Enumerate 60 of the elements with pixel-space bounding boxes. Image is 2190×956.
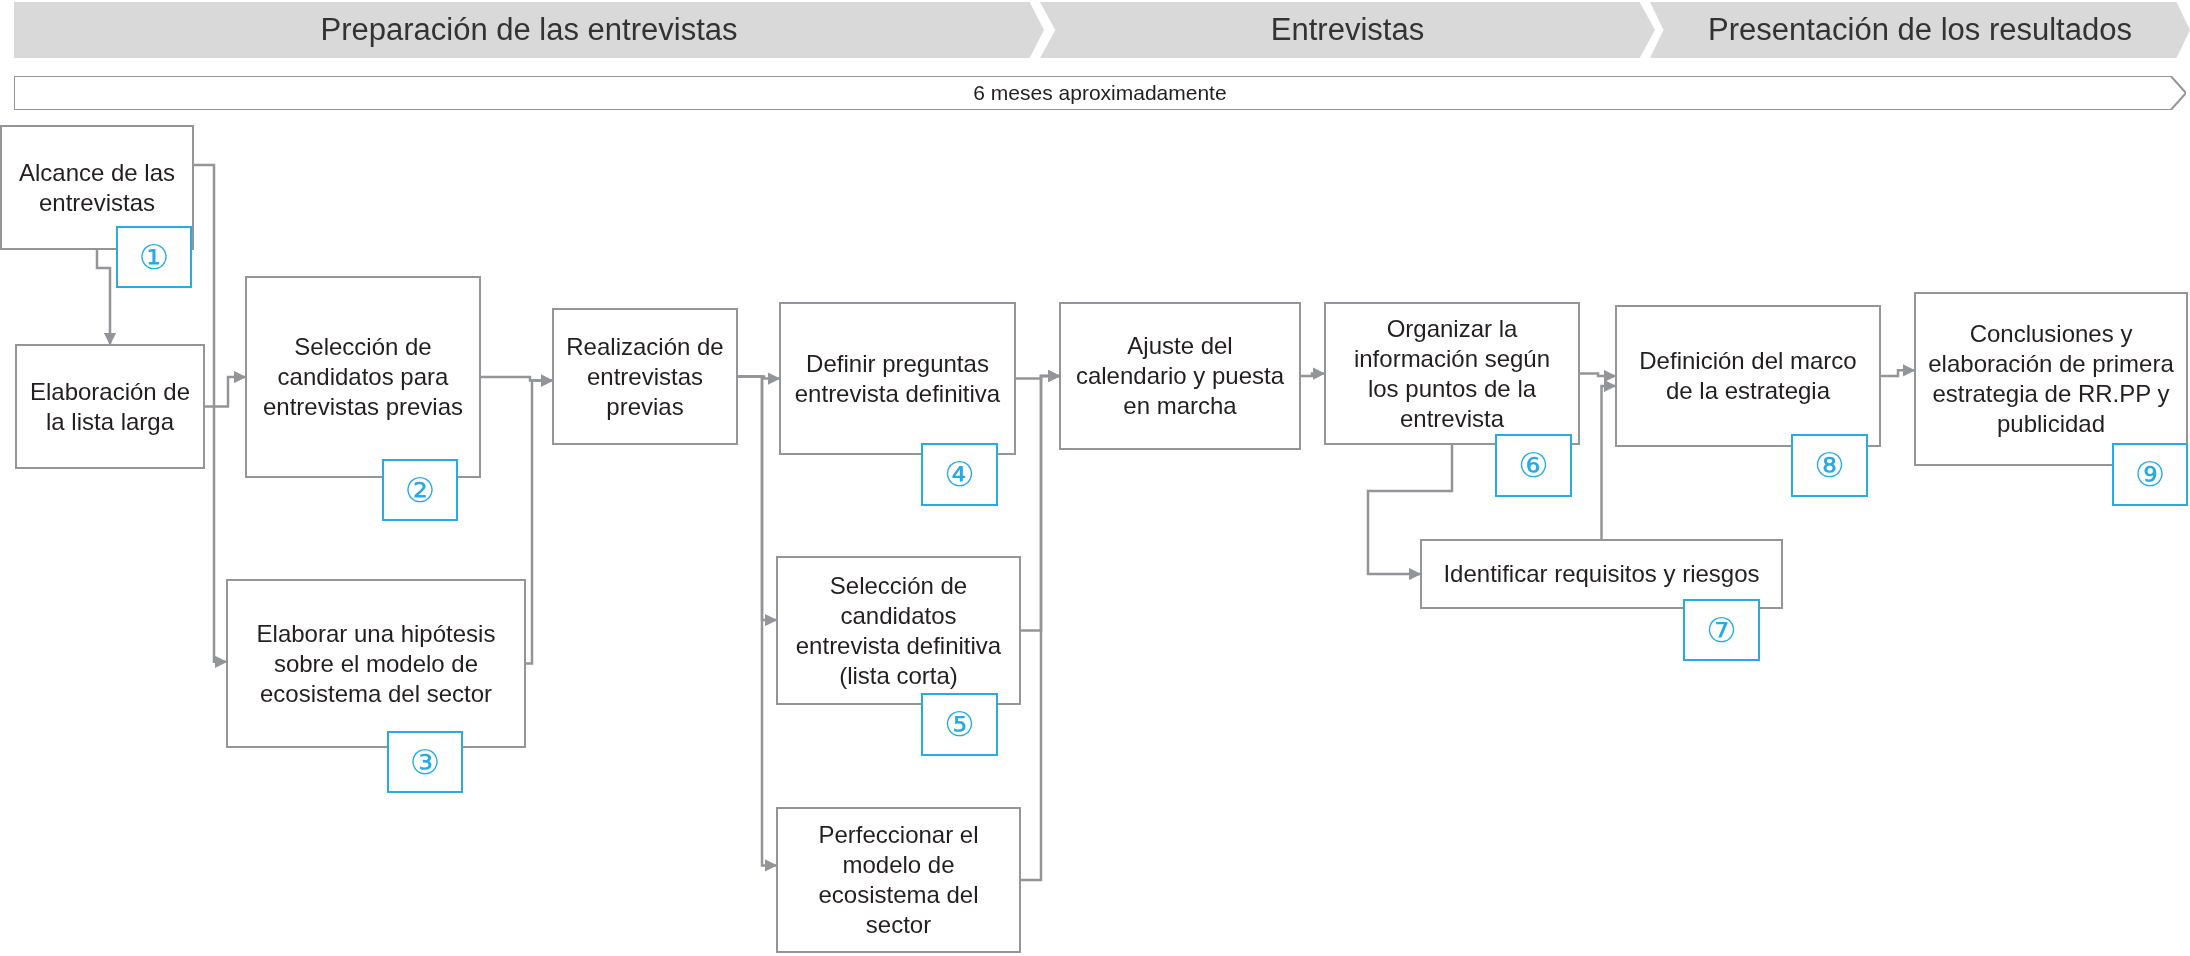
connector-arrow	[526, 374, 554, 665]
process-box	[552, 308, 738, 445]
connector-arrow	[95, 250, 117, 346]
connector-arrow	[1366, 445, 1454, 581]
step-number-box	[1495, 434, 1572, 497]
step-label: Selección de candidatos entrevista definitiva (lista corta)	[794, 570, 1003, 691]
process-box	[779, 302, 1016, 455]
connector-arrow	[1881, 364, 1916, 378]
phase-label: Preparación de las entrevistas	[320, 10, 738, 49]
phase-band	[1040, 2, 1655, 58]
connector-arrow	[1301, 367, 1326, 380]
step-label: Elaboración de la lista larga	[29, 376, 191, 437]
connector-arrow	[205, 370, 247, 408]
phase-band	[1650, 2, 2190, 58]
step-number-box	[921, 693, 998, 756]
process-box	[226, 579, 526, 748]
step-label: Conclusiones y elaboración de primera estrategia de RR.PP y publicidad	[1928, 319, 2174, 439]
step-number: ⑨	[2134, 453, 2166, 496]
step-number: ②	[404, 468, 436, 512]
step-label: Ajuste del calendario y puesta en marcha	[1074, 331, 1286, 421]
connector-arrow	[1600, 379, 1617, 539]
step-number: ③	[409, 740, 441, 784]
step-label: Alcance de las entrevistas	[17, 157, 177, 218]
phase-label: Presentación de los resultados	[1708, 10, 2132, 49]
process-box	[245, 276, 481, 478]
connector-arrow	[1021, 369, 1061, 882]
process-box	[776, 556, 1021, 705]
step-number-box	[1683, 599, 1760, 661]
step-label: Perfeccionar el modelo de ecosistema del sector	[817, 820, 980, 940]
step-label: Definición del marco de la estrategia	[1638, 346, 1858, 406]
step-number-box	[1791, 434, 1868, 497]
step-label: Selección de candidatos para entrevistas previas	[261, 332, 465, 422]
step-number-box	[116, 226, 192, 288]
step-number-box	[387, 731, 463, 793]
phase-label: 6 meses aproximadamente	[973, 80, 1227, 107]
connector-arrow	[1580, 369, 1617, 383]
step-label: Realización de entrevistas previas	[566, 331, 724, 422]
step-number: ⑤	[944, 703, 975, 746]
step-label: Identificar requisitos y riesgos	[1443, 559, 1760, 589]
step-label: Elaborar una hipótesis sobre el modelo de ecosistema del sector	[255, 618, 497, 709]
step-number: ④	[944, 453, 975, 496]
step-number: ⑧	[1814, 444, 1845, 487]
process-box	[1615, 305, 1881, 447]
process-box	[15, 344, 205, 469]
step-label: Organizar la información según los puntos de la entrevista	[1352, 313, 1552, 434]
step-number-box	[2112, 443, 2188, 506]
connector-arrow	[194, 163, 228, 669]
step-number-box	[382, 459, 458, 521]
timeline-arrow-bar	[14, 76, 2186, 110]
process-box	[776, 807, 1021, 953]
process-box	[1324, 302, 1580, 445]
step-number-box	[921, 443, 998, 506]
step-number: ①	[138, 235, 170, 279]
process-box	[1420, 539, 1783, 609]
step-label: Definir preguntas entrevista definitiva	[793, 348, 1002, 409]
phase-label: Entrevistas	[1270, 10, 1425, 49]
step-number: ⑥	[1518, 444, 1549, 487]
phase-band	[14, 2, 1044, 58]
process-box	[1059, 302, 1301, 450]
step-number: ⑦	[1706, 608, 1737, 652]
